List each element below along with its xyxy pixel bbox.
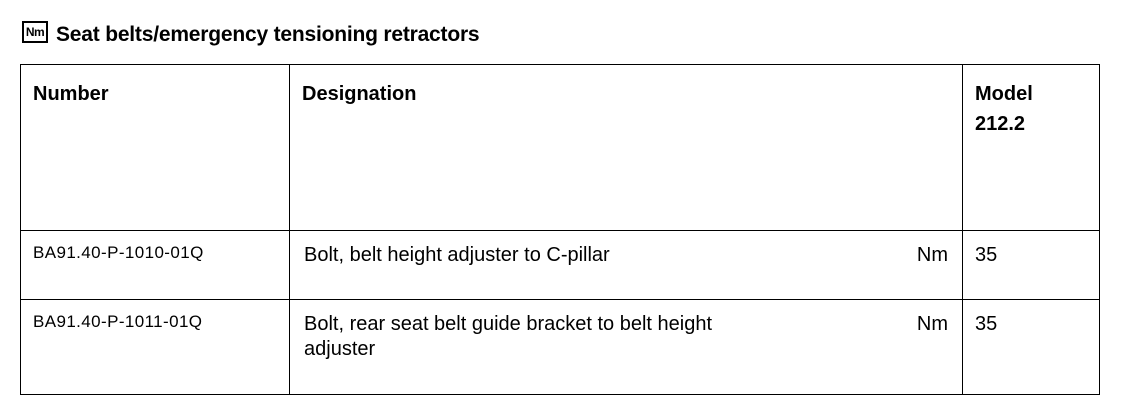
row-designation-cell: Bolt, belt height adjuster to C-pillar N… [289,230,963,300]
row-value-cell: 35 [962,299,1100,395]
header-number-label: Number [33,83,109,105]
header-number: Number [20,64,290,231]
header-designation: Designation [289,64,963,231]
row-value: 35 [975,313,998,335]
row-number: BA91.40-P-1011-01Q [33,312,203,331]
table-header-row: Number Designation Model 212.2 [20,64,1100,231]
row-value: 35 [975,244,998,266]
row-designation: Bolt, belt height adjuster to C-pillar [304,244,610,266]
row-number-cell: BA91.40-P-1010-01Q [20,230,290,300]
row-unit: Nm [916,244,948,266]
header-designation-label: Designation [302,83,417,105]
row-number: BA91.40-P-1010-01Q [33,243,204,262]
section-title: Seat belts/emergency tensioning retracto… [56,23,480,46]
row-designation: Bolt, rear seat belt guide bracket to be… [304,313,713,360]
torque-spec-table: Number Designation Model 212.2 BA91.40-P… [20,64,1100,395]
header-model-label: Model [975,83,1033,105]
row-number-cell: BA91.40-P-1011-01Q [20,299,290,395]
table-row: BA91.40-P-1010-01Q Bolt, belt height adj… [20,230,1100,300]
table-row: BA91.40-P-1011-01Q Bolt, rear seat belt … [20,299,1100,395]
row-unit: Nm [916,313,948,335]
torque-nm-icon: Nm [22,21,48,43]
section-heading: Nm Seat belts/emergency tensioning retra… [22,20,480,50]
header-model-cell: Model 212.2 [963,65,1099,139]
header-model: Model 212.2 [962,64,1100,231]
row-value-cell: 35 [962,230,1100,300]
row-designation-cell: Bolt, rear seat belt guide bracket to be… [289,299,963,395]
header-model-value: 212.2 [975,113,1026,135]
